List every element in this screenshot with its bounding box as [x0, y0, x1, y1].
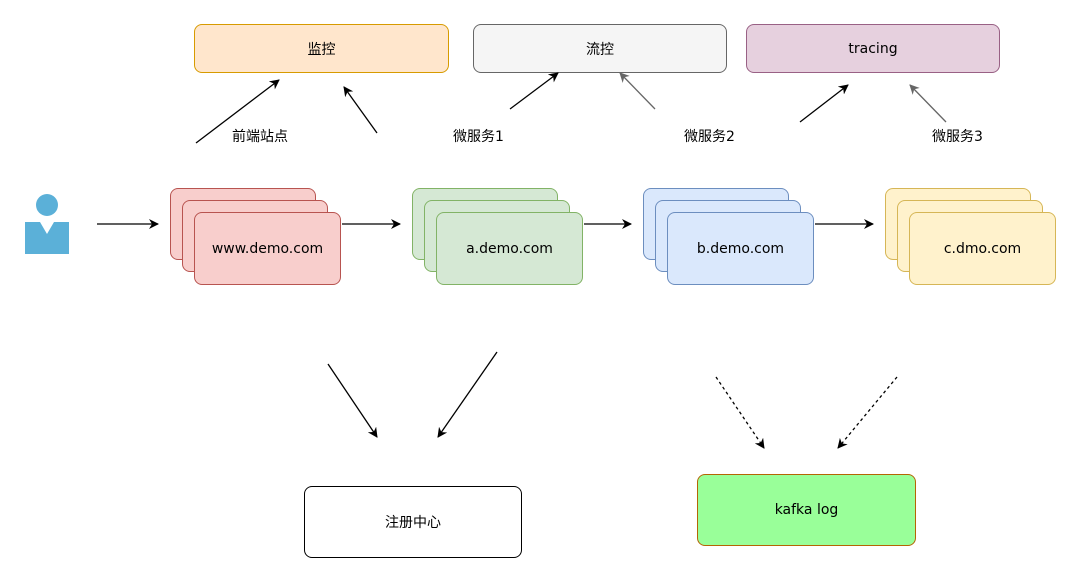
kafka-log-label: kafka log [774, 502, 839, 518]
kafka-log-box: kafka log [697, 474, 916, 546]
service3-label: 微服务3 [932, 129, 983, 145]
frontend-label: 前端站点 [232, 129, 288, 145]
tracing-box: tracing [746, 24, 1000, 73]
service1-label: 微服务1 [453, 129, 504, 145]
arrow-flow-gray [619, 72, 656, 110]
arrow-frontend-to-monitor [195, 79, 280, 144]
registry-center-label: 注册中心 [385, 515, 441, 531]
arrow-a-to-registry [437, 351, 498, 438]
monitor-box: 监控 [194, 24, 449, 73]
arrow-c-to-kafka [837, 376, 898, 449]
tracing-label: tracing [848, 40, 898, 57]
b-demo-label: b.demo.com [696, 240, 785, 257]
c-dmo-label: c.dmo.com [943, 240, 1022, 257]
user-icon [25, 194, 69, 254]
arrow-tracing-gray [909, 84, 947, 123]
arrow-b-to-kafka [715, 376, 765, 449]
arrow-service1-to-flow [509, 72, 559, 110]
flow-control-box: 流控 [473, 24, 727, 73]
www-demo-box: www.demo.com [194, 212, 341, 285]
flow-control-label: 流控 [586, 41, 614, 58]
b-demo-box: b.demo.com [667, 212, 814, 285]
arrow-to-tracing [799, 84, 849, 123]
service2-label: 微服务2 [684, 129, 735, 145]
arrow-monitor-up [343, 86, 378, 134]
c-dmo-box: c.dmo.com [909, 212, 1056, 285]
www-demo-label: www.demo.com [211, 240, 324, 257]
arrow-www-to-registry [327, 363, 378, 438]
monitor-label: 监控 [307, 41, 336, 58]
a-demo-label: a.demo.com [466, 240, 553, 257]
a-demo-box: a.demo.com [436, 212, 583, 285]
registry-center-box: 注册中心 [304, 486, 522, 558]
